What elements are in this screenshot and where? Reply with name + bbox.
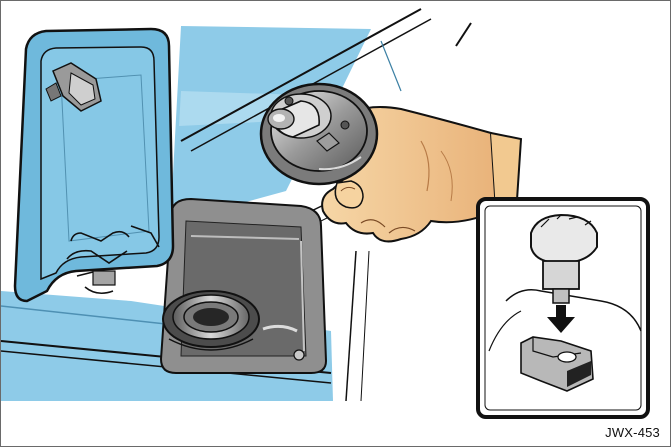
cap-holder-inset bbox=[478, 199, 648, 417]
fuel-filler-door bbox=[15, 29, 173, 301]
fuel-filler-recess bbox=[161, 199, 326, 373]
fuel-cap bbox=[261, 84, 377, 184]
figure-code: JWX-453 bbox=[605, 425, 660, 440]
